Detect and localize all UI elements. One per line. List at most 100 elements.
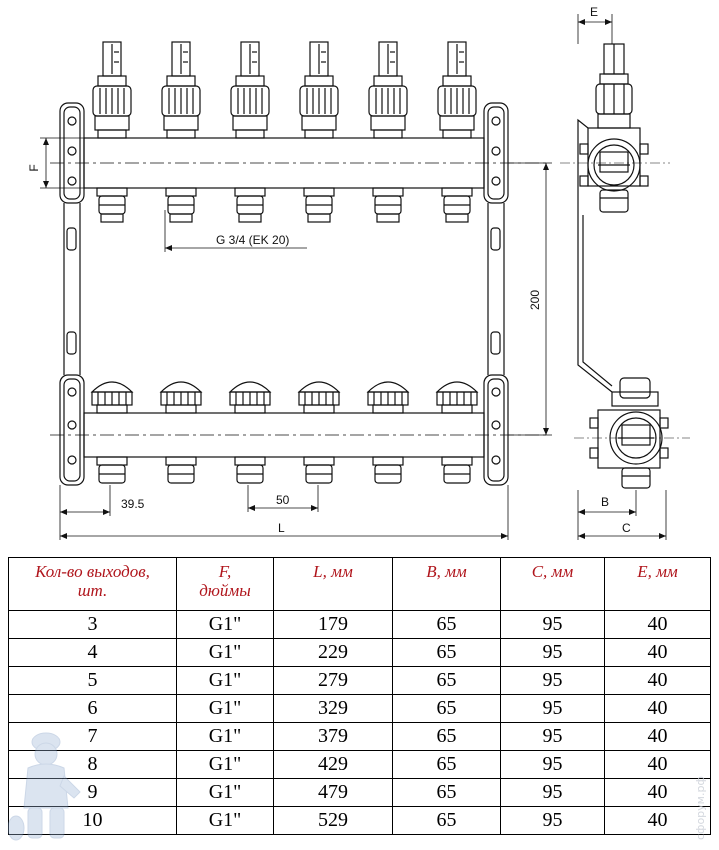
front-view xyxy=(50,41,548,486)
cell-e: 40 xyxy=(604,778,711,807)
header-outlets: Кол-во выходов,шт. xyxy=(8,557,177,611)
return-connector xyxy=(165,456,197,484)
valve-cap xyxy=(366,381,410,414)
upper-outlets xyxy=(92,41,477,223)
dim-pitch-label: 50 xyxy=(276,493,290,507)
cell-c: 95 xyxy=(500,722,605,751)
cell-b: 65 xyxy=(392,666,501,695)
cell-e: 40 xyxy=(604,750,711,779)
side-view xyxy=(560,43,690,489)
left-bracket xyxy=(59,102,85,486)
valve-cap xyxy=(297,381,341,414)
table-header-row: Кол-во выходов,шт. F,дюймы L, мм B, мм C… xyxy=(8,557,711,611)
cell-f: G1" xyxy=(176,666,274,695)
cell-b: 65 xyxy=(392,778,501,807)
return-connector xyxy=(372,456,404,484)
cell-outlets: 10 xyxy=(8,806,177,835)
valve-cap xyxy=(159,381,203,414)
valve-cap xyxy=(90,381,134,414)
right-bracket xyxy=(483,102,509,486)
cell-b: 65 xyxy=(392,610,501,639)
plumber-mascot-image xyxy=(8,732,81,841)
valve-cap xyxy=(228,381,272,414)
dim-e-label: E xyxy=(590,5,598,19)
cell-b: 65 xyxy=(392,750,501,779)
outlet-connector xyxy=(234,187,266,223)
outlet-connector xyxy=(303,187,335,223)
dim-f-label: F xyxy=(27,164,41,171)
cell-b: 65 xyxy=(392,638,501,667)
watermark-text: сфорум.рф xyxy=(694,776,707,840)
outlet-connector xyxy=(372,187,404,223)
cell-c: 95 xyxy=(500,778,605,807)
cell-l: 529 xyxy=(273,806,393,835)
flowmeter xyxy=(368,41,408,139)
return-connector xyxy=(96,456,128,484)
cell-f: G1" xyxy=(176,806,274,835)
return-connector xyxy=(234,456,266,484)
header-c: C, мм xyxy=(500,557,605,611)
cell-l: 479 xyxy=(273,778,393,807)
cell-l: 229 xyxy=(273,638,393,667)
dim-length-label: L xyxy=(278,521,285,535)
cell-e: 40 xyxy=(604,610,711,639)
dim-c-label: C xyxy=(622,521,631,535)
cell-e: 40 xyxy=(604,666,711,695)
cell-l: 379 xyxy=(273,722,393,751)
dim-b-label: B xyxy=(601,495,609,509)
side-dimension-lines xyxy=(577,14,667,540)
cell-outlets: 6 xyxy=(8,694,177,723)
dim-height-label: 200 xyxy=(528,290,542,310)
flowmeter xyxy=(299,41,339,139)
lower-outlets xyxy=(90,381,479,484)
cell-f: G1" xyxy=(176,722,274,751)
dim-thread-label: G 3/4 (EK 20) xyxy=(216,233,289,247)
header-e: E, мм xyxy=(604,557,711,611)
return-connector xyxy=(303,456,335,484)
cell-e: 40 xyxy=(604,638,711,667)
cell-b: 65 xyxy=(392,806,501,835)
cell-c: 95 xyxy=(500,638,605,667)
cell-l: 279 xyxy=(273,666,393,695)
outlet-connector xyxy=(165,187,197,223)
cell-outlets: 3 xyxy=(8,610,177,639)
cell-c: 95 xyxy=(500,610,605,639)
cell-f: G1" xyxy=(176,638,274,667)
flowmeter xyxy=(437,41,477,139)
cell-l: 429 xyxy=(273,750,393,779)
dimension-labels: F G 3/4 (EK 20) 200 39.5 50 L xyxy=(27,164,542,535)
specification-table: Кол-во выходов,шт. F,дюймы L, мм B, мм C… xyxy=(8,557,711,835)
manifold-technical-drawing: F G 3/4 (EK 20) 200 39.5 50 L xyxy=(27,5,690,540)
outlet-connector xyxy=(441,187,473,223)
cell-f: G1" xyxy=(176,610,274,639)
cell-l: 179 xyxy=(273,610,393,639)
cell-c: 95 xyxy=(500,750,605,779)
cell-f: G1" xyxy=(176,750,274,779)
flowmeter xyxy=(92,41,132,139)
cell-outlets: 4 xyxy=(8,638,177,667)
dimension-lines xyxy=(40,137,552,540)
cell-f: G1" xyxy=(176,694,274,723)
flowmeter xyxy=(230,41,270,139)
cell-l: 329 xyxy=(273,694,393,723)
cell-c: 95 xyxy=(500,694,605,723)
dim-first-offset-label: 39.5 xyxy=(121,497,145,511)
cell-c: 95 xyxy=(500,806,605,835)
valve-cap xyxy=(435,381,479,414)
cell-c: 95 xyxy=(500,666,605,695)
return-connector xyxy=(441,456,473,484)
cell-e: 40 xyxy=(604,694,711,723)
header-f: F,дюймы xyxy=(176,557,274,611)
cell-b: 65 xyxy=(392,694,501,723)
cell-b: 65 xyxy=(392,722,501,751)
cell-f: G1" xyxy=(176,778,274,807)
flowmeter xyxy=(161,41,201,139)
